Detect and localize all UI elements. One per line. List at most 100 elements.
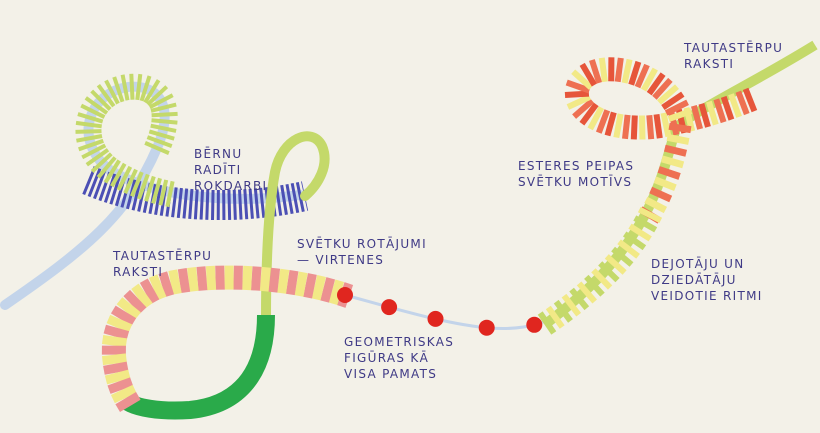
- yellow-lime-stripe: [584, 274, 605, 297]
- lime-stripe: [148, 129, 175, 141]
- orange-yellow-stripe: [649, 186, 673, 203]
- orange-stripe: [639, 115, 646, 140]
- lime-stripe: [96, 156, 117, 179]
- navy-ribbon-segment: [82, 166, 309, 221]
- orange-stripe: [571, 69, 594, 90]
- yellow-lime-stripe: [591, 268, 613, 290]
- lime-stripe: [150, 102, 177, 113]
- label-geometric-figures: GEOMETRISKAS FIGŪRAS KĀ VISA PAMATS: [344, 335, 455, 381]
- pink-yellow-stripe: [328, 279, 345, 306]
- orange-stripe: [720, 95, 735, 121]
- orange-yellow-stripe: [653, 176, 677, 192]
- red-dot: [478, 319, 495, 336]
- orange-stripe: [621, 58, 633, 84]
- orange-stripe: [728, 93, 742, 118]
- yellow-lime-stripe: [611, 246, 634, 267]
- lime-stripe: [112, 76, 125, 103]
- pink-yellow-stripe: [250, 266, 262, 291]
- pink-yellow-stripe: [110, 305, 137, 326]
- yellow-lime-stripe: [622, 231, 647, 251]
- orange-stripe: [595, 109, 611, 134]
- label-dancers-singers: DEJOTĀJU UN DZIEDĀTĀJU VEIDOTIE RITMI: [651, 257, 763, 303]
- label-folk-costume-left: TAUTASTĒRPU RAKSTI: [113, 249, 213, 279]
- lime-stripe: [146, 85, 169, 106]
- lime-stripe: [96, 84, 116, 108]
- lime-stripe: [78, 138, 104, 152]
- lime-stripe: [144, 141, 170, 155]
- orange-stripe: [564, 90, 590, 98]
- lime-stripe: [151, 111, 178, 118]
- pink-yellow-stripe: [148, 274, 167, 301]
- orange-yellow-stripe: [644, 196, 668, 214]
- pink-yellow-stripe: [294, 271, 308, 297]
- pink-yellow-stripe: [115, 392, 141, 412]
- pink-yellow-stripe: [101, 335, 128, 348]
- pink-yellow-stripe: [320, 277, 336, 303]
- orange-yellow-stripe: [661, 155, 685, 169]
- red-dots: [337, 287, 543, 336]
- orange-stripe: [628, 60, 642, 86]
- orange-stripe: [698, 102, 711, 128]
- pink-yellow-stripe: [196, 266, 208, 291]
- red-dot: [337, 287, 353, 303]
- label-garlands: SVĒTKU ROTĀJUMI — VIRTENES: [297, 237, 427, 267]
- lime-stripe: [139, 75, 152, 102]
- yellow-lime-stripe: [576, 281, 597, 304]
- lime-stripe: [151, 177, 162, 204]
- yellow-lime-stripe: [561, 293, 582, 317]
- lime-stripe: [90, 152, 113, 173]
- lime-loop-ribbon: [261, 131, 330, 323]
- pink-yellow-stripe: [103, 361, 129, 375]
- orange-stripe: [622, 114, 631, 140]
- yellow-lime-stripe: [628, 223, 652, 242]
- pink-yellow-stripe: [110, 384, 137, 404]
- orange-stripe: [646, 114, 655, 140]
- red-dot: [381, 299, 398, 316]
- orange-stripe: [713, 98, 727, 124]
- lime-stripe: [75, 120, 102, 129]
- orange-stripe: [579, 102, 599, 126]
- lime-stripe: [84, 96, 109, 115]
- ribbon-stripes: [75, 57, 758, 412]
- orange-stripe: [634, 63, 650, 89]
- orange-stripe: [660, 112, 672, 138]
- pink-yellow-stripe: [303, 273, 317, 299]
- pink-yellow-stripe: [107, 377, 134, 394]
- lime-stripe: [85, 148, 110, 167]
- lime-stripe: [110, 162, 127, 188]
- lime-stripe: [150, 123, 177, 133]
- pink-yellow-stripe: [177, 268, 191, 294]
- lime-stripe: [81, 143, 107, 160]
- label-easter-motif: ESTERES PEIPAS SVĒTKU MOTĪVS: [518, 159, 635, 189]
- lime-stripe: [148, 93, 174, 109]
- dotted-connector-line: [344, 293, 549, 330]
- lime-stripe: [75, 129, 102, 134]
- orange-stripe: [706, 100, 719, 126]
- lime-stripe: [90, 89, 112, 111]
- lime-stripe: [144, 175, 156, 202]
- label-folk-costume-top: TAUTASTĒRPU RAKSTI: [684, 41, 784, 71]
- orange-yellow-stripe: [657, 166, 681, 180]
- orange-stripe: [589, 59, 603, 84]
- orange-stripe: [667, 108, 693, 122]
- orange-stripe: [652, 77, 673, 100]
- lime-stripe: [116, 165, 133, 191]
- pink-yellow-stripe: [139, 278, 160, 304]
- lime-stripe: [129, 73, 135, 100]
- orange-stripe: [742, 87, 758, 113]
- pink-yellow-stripe: [123, 289, 147, 314]
- label-children-crafts: BĒRNU RADĪTI ROKDARBI: [194, 147, 268, 193]
- orange-stripe: [579, 62, 597, 87]
- orange-stripe: [613, 113, 624, 139]
- orange-stripe: [646, 72, 666, 96]
- pink-yellow-stripe: [259, 266, 271, 292]
- orange-yellow-stripe: [666, 133, 690, 145]
- orange-stripe: [598, 57, 608, 83]
- pink-yellow-stripe: [187, 267, 199, 292]
- orange-stripe: [691, 105, 703, 130]
- yellow-lime-stripe: [604, 254, 627, 275]
- orange-stripe: [566, 94, 591, 110]
- lime-stripe: [77, 112, 104, 124]
- orange-stripe: [657, 84, 679, 105]
- yellow-lime-stripe: [537, 311, 557, 335]
